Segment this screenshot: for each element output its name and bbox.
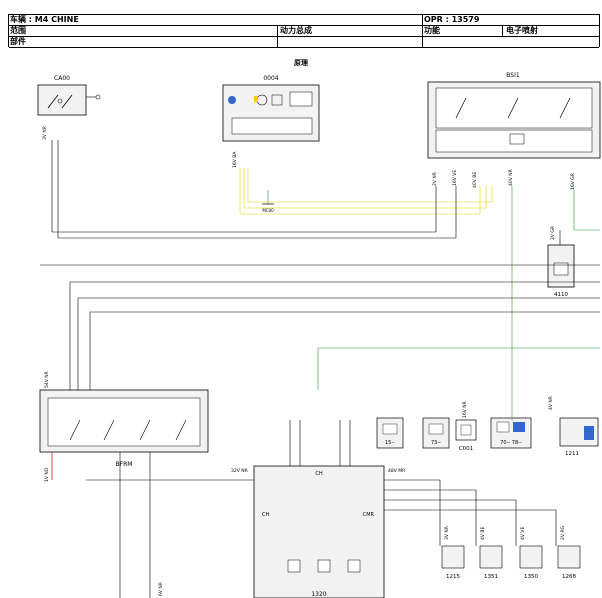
header-row-3: 部件: [9, 37, 599, 48]
connector-4110: 2V GR: [550, 226, 556, 240]
component-1320: CH CH CMR 1320 32V NR 48V MR: [231, 465, 405, 598]
connector-1268: 2V RG: [560, 526, 566, 540]
connector-1211: 4V NR: [548, 396, 554, 410]
label-bsi1: BSI1: [506, 72, 520, 79]
component-15: 15--: [376, 417, 404, 449]
connector-1350: 4V VE: [520, 527, 526, 540]
label-bfrm: BFRM: [116, 461, 133, 468]
connector-bsi1-a: 2V NR: [432, 172, 438, 186]
connector-bfrm-side: 1V ND: [44, 467, 50, 482]
component-70-78: 70-- 78--: [490, 417, 532, 449]
label-4110: 4110: [554, 292, 568, 298]
label-mc00: MC00: [262, 208, 274, 213]
label-ch-left: CH: [262, 512, 269, 518]
scope-value: 动力总成: [280, 26, 312, 35]
connector-ca00: 3V NR: [42, 126, 48, 140]
connector-1320-right: 48V MR: [388, 468, 405, 474]
connector-1320-left: 32V NR: [231, 468, 248, 474]
divider: [422, 37, 423, 47]
label-1351: 1351: [484, 574, 498, 580]
component-73: 73--: [422, 417, 450, 449]
divider: [502, 26, 503, 36]
component-1211: 1211 4V NR: [548, 396, 599, 457]
connector-bsi1-b: 16V VE: [452, 170, 458, 186]
label-ca00: CA00: [54, 75, 70, 82]
label-ch-top: CH: [315, 471, 322, 477]
component-bfrm: BFRM 54V NR 1V ND: [39, 371, 209, 482]
divider: [277, 26, 278, 36]
label-1211: 1211: [565, 451, 579, 457]
connector-bsi1-e: 16V GR: [570, 173, 576, 190]
header-row-2: 范围 动力总成 功能 电子喷射: [9, 26, 599, 37]
label-c001: C001: [459, 446, 473, 452]
label-0004: 0004: [263, 75, 278, 82]
connector-bsi1-d: 40V NR: [508, 169, 514, 186]
divider: [277, 37, 278, 47]
connector-bfrm: 54V NR: [44, 371, 50, 388]
connector-0004: 16V BA: [232, 151, 238, 168]
component-ca00: CA00 3V NR: [37, 75, 101, 140]
component-1215: 1215 3V NR: [441, 526, 465, 580]
vehicle-label: 车辆 : M4 CHINE: [10, 15, 79, 24]
function-label: 功能: [424, 26, 440, 35]
component-4110: 4110 2V GR: [547, 226, 575, 298]
connector-c001: 16V NR: [462, 401, 468, 418]
component-bsi1: BSI1 2V NR 16V VE 40V BE 40V NR 16V GR: [427, 72, 601, 190]
label-15: 15--: [385, 440, 395, 446]
label-cmr: CMR: [363, 512, 375, 518]
label-1268: 1268: [562, 574, 576, 580]
label-1215: 1215: [446, 574, 460, 580]
wires: [40, 140, 600, 598]
parts-label: 部件: [10, 37, 26, 46]
divider: [422, 15, 423, 25]
label-1320: 1320: [311, 591, 326, 598]
component-1350: 1350 4V VE: [519, 527, 543, 580]
ground-mc00: MC00: [262, 190, 274, 213]
divider: [422, 26, 423, 36]
label-73: 73--: [431, 440, 441, 446]
label-70-78: 70-- 78--: [500, 440, 522, 446]
connector-lower: 6V NR: [158, 582, 164, 596]
component-0004: 0004 16V BA: [222, 75, 320, 168]
scope-label: 范围: [10, 26, 26, 35]
opr-label: OPR : 13579: [424, 15, 480, 24]
diagram-title: 原理: [294, 59, 308, 67]
label-1350: 1350: [524, 574, 538, 580]
component-1268: 1268 2V RG: [557, 526, 581, 580]
function-value: 电子喷射: [506, 26, 538, 35]
component-1351: 1351 4V BE: [479, 527, 503, 580]
connector-1351: 4V BE: [480, 527, 486, 540]
connector-bsi1-c: 40V BE: [472, 172, 478, 188]
connector-1215: 3V NR: [444, 526, 450, 540]
header-row-1: 车辆 : M4 CHINE OPR : 13579: [9, 15, 599, 26]
component-c001: C001 16V NR: [455, 401, 477, 452]
header-table: 车辆 : M4 CHINE OPR : 13579 范围 动力总成 功能 电子喷…: [8, 14, 600, 48]
